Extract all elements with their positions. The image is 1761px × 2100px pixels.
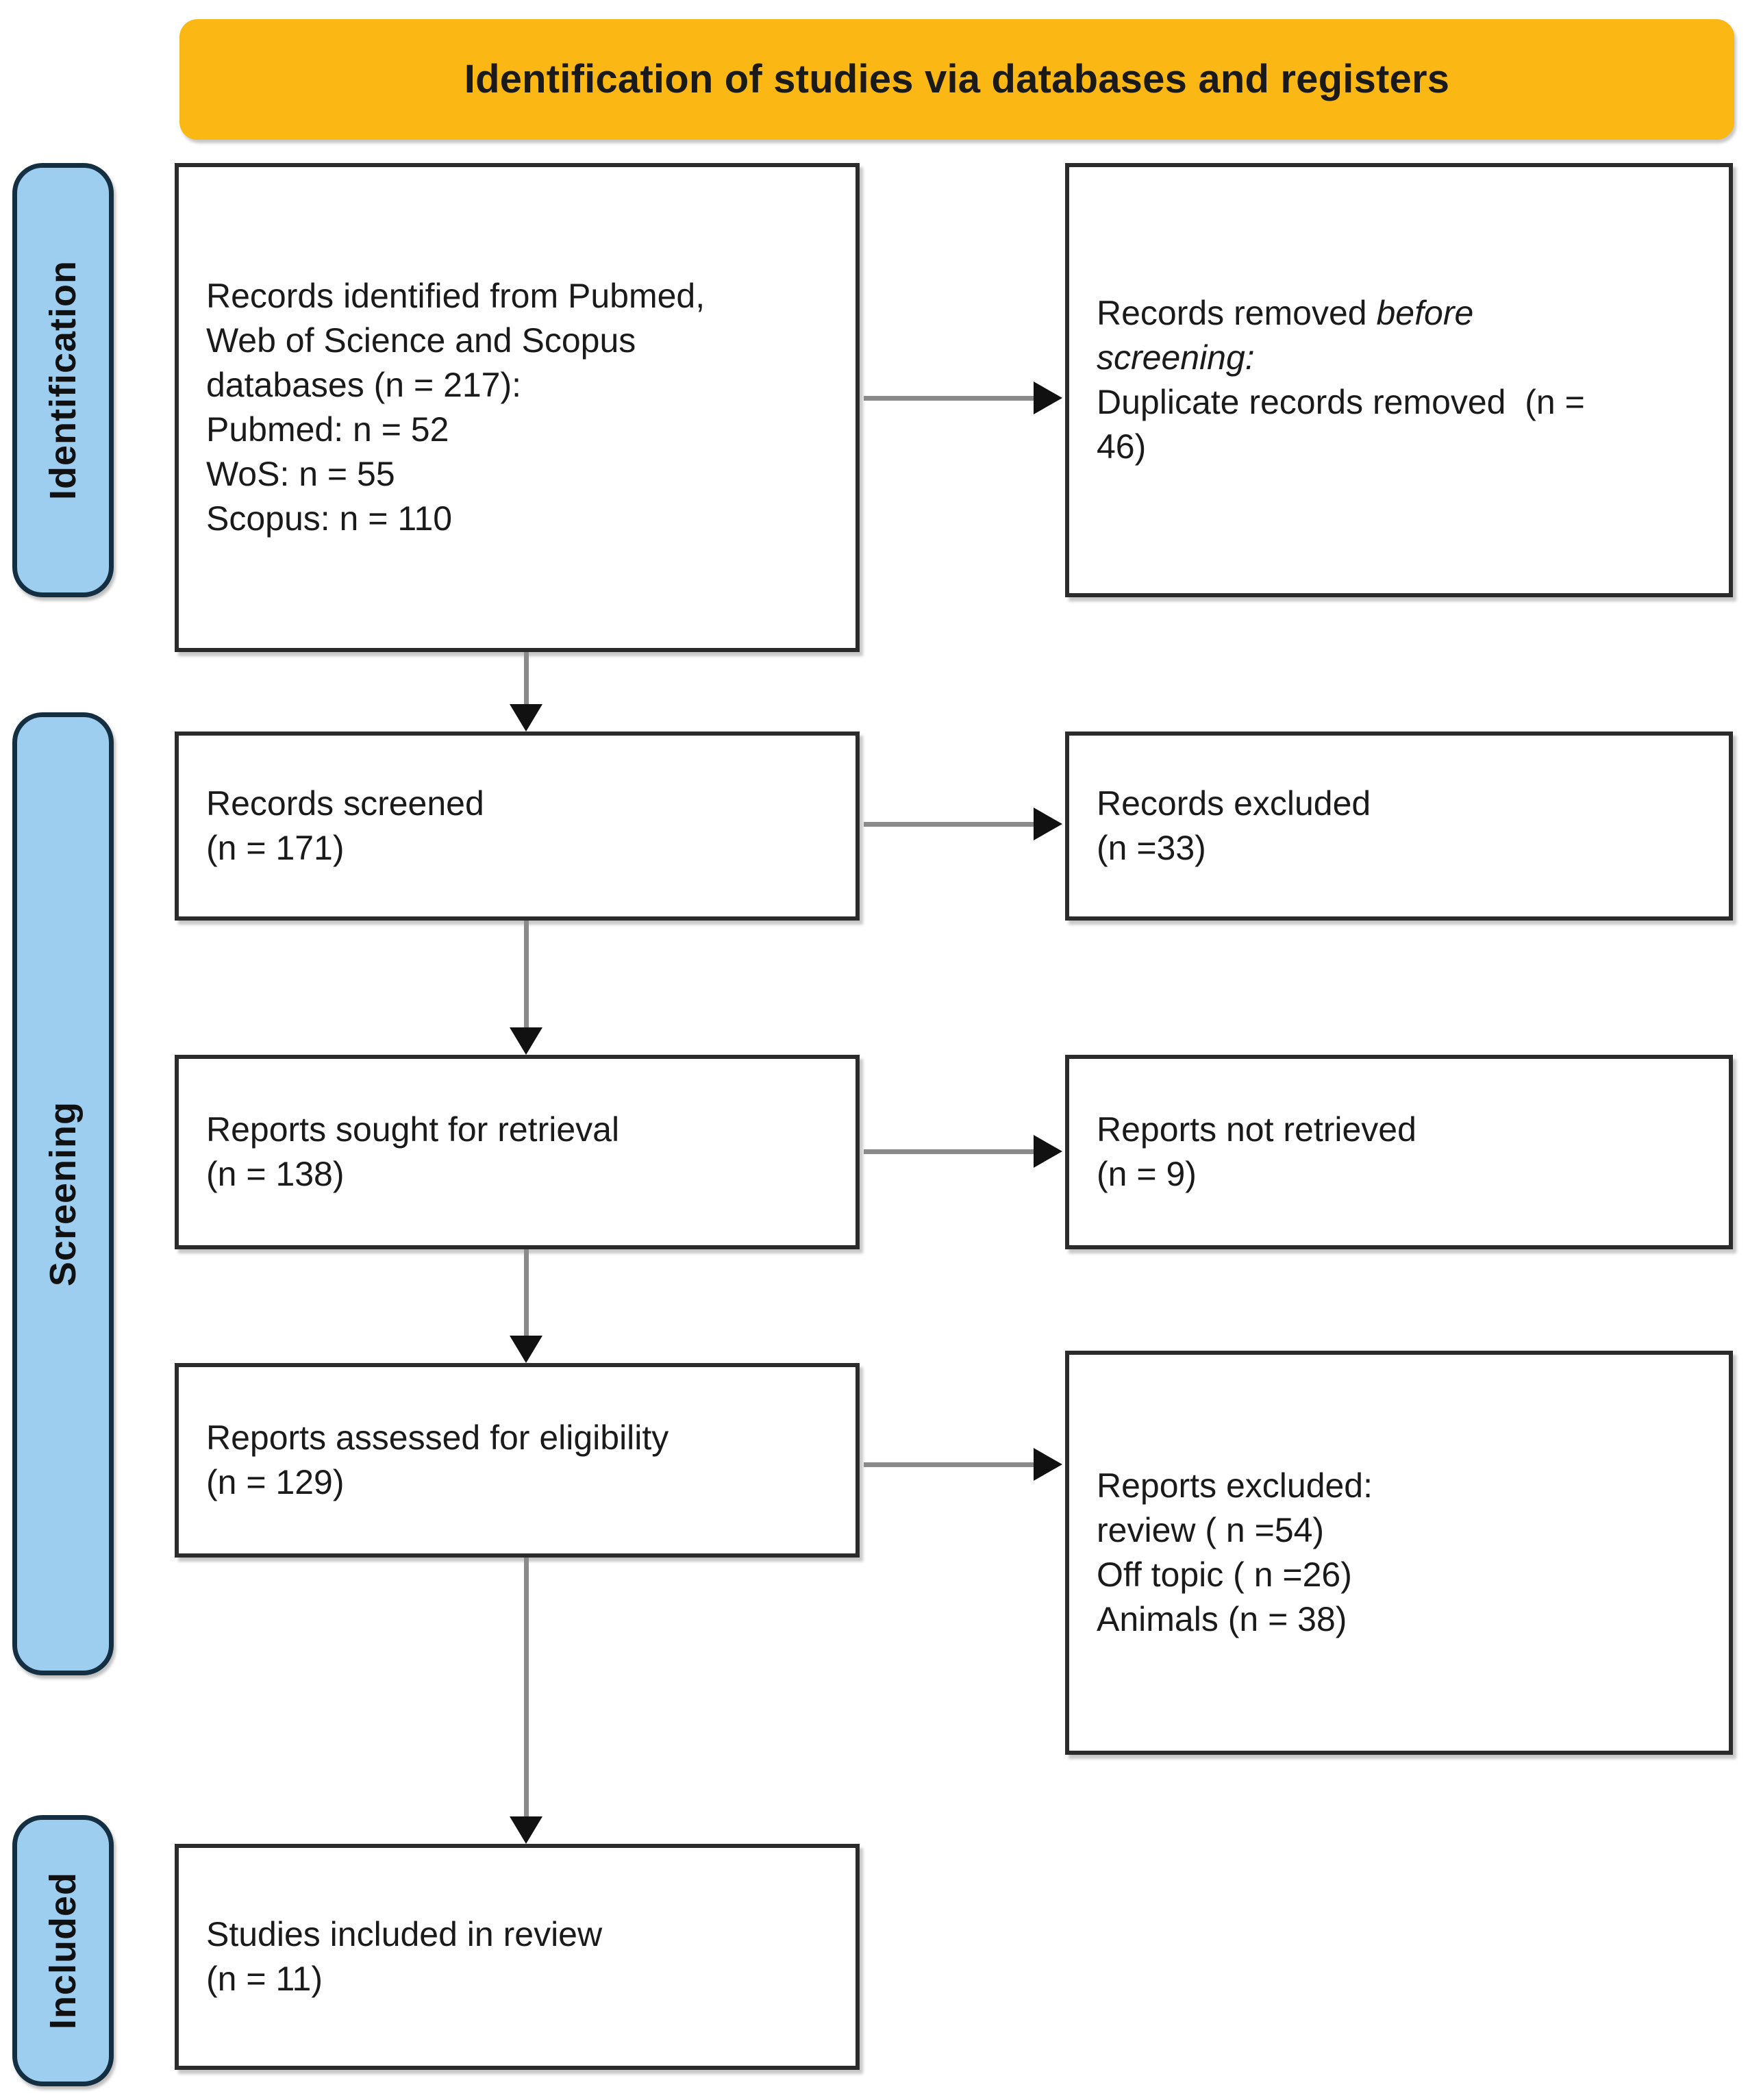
- arrowhead-right-icon: [1034, 1448, 1062, 1481]
- box-reports-not-retrieved-text: Reports not retrieved (n = 9): [1097, 1110, 1416, 1193]
- arrowhead-right-icon: [1034, 808, 1062, 840]
- box-records-identified-text: Records identified from Pubmed, Web of S…: [206, 277, 705, 538]
- phase-label-included: Included: [12, 1815, 114, 2086]
- arrowhead-right-icon: [1034, 382, 1062, 414]
- arrow-screened-to-records-excluded: [864, 808, 1062, 840]
- phase-label-identification-text: Identification: [42, 260, 84, 500]
- box-studies-included-text: Studies included in review (n = 11): [206, 1915, 603, 1998]
- phase-label-screening-text: Screening: [42, 1101, 84, 1287]
- banner-title: Identification of studies via databases …: [464, 57, 1450, 102]
- phase-label-identification: Identification: [12, 163, 114, 597]
- phase-label-included-text: Included: [42, 1871, 84, 2029]
- box-records-removed-heading: Records removed: [1097, 294, 1377, 332]
- box-reports-not-retrieved: Reports not retrieved (n = 9): [1065, 1055, 1733, 1249]
- phase-label-screening: Screening: [12, 712, 114, 1675]
- arrow-sought-to-assessed: [510, 1249, 542, 1363]
- arrowhead-down-icon: [510, 1816, 542, 1844]
- arrowhead-right-icon: [1034, 1135, 1062, 1168]
- arrow-screened-to-sought: [510, 921, 542, 1055]
- arrowhead-down-icon: [510, 1027, 542, 1055]
- arrow-sought-to-not-retrieved: [864, 1135, 1062, 1168]
- box-reports-assessed-text: Reports assessed for eligibility (n = 12…: [206, 1418, 669, 1501]
- arrow-assessed-to-reports-excluded: [864, 1448, 1062, 1481]
- arrowhead-down-icon: [510, 704, 542, 732]
- box-records-removed-before-screening: Records removed before screening: Duplic…: [1065, 163, 1733, 597]
- box-records-removed-heading-italic: before screening:: [1097, 294, 1474, 377]
- box-reports-sought-text: Reports sought for retrieval (n = 138): [206, 1110, 620, 1193]
- box-records-removed-text: Records removed before screening: Duplic…: [1097, 291, 1701, 469]
- arrow-assessed-to-included: [510, 1558, 542, 1844]
- box-records-screened-text: Records screened (n = 171): [206, 784, 484, 867]
- arrowhead-down-icon: [510, 1336, 542, 1363]
- box-reports-sought-for-retrieval: Reports sought for retrieval (n = 138): [175, 1055, 860, 1249]
- box-records-excluded: Records excluded (n =33): [1065, 732, 1733, 921]
- arrow-identified-to-removed: [864, 382, 1062, 414]
- box-records-identified: Records identified from Pubmed, Web of S…: [175, 163, 860, 652]
- box-reports-excluded-text: Reports excluded: review ( n =54) Off to…: [1097, 1466, 1373, 1638]
- box-records-removed-body: Duplicate records removed (n = 46): [1097, 383, 1585, 466]
- box-records-screened: Records screened (n = 171): [175, 732, 860, 921]
- box-studies-included-in-review: Studies included in review (n = 11): [175, 1844, 860, 2070]
- box-records-excluded-text: Records excluded (n =33): [1097, 784, 1371, 867]
- box-reports-excluded: Reports excluded: review ( n =54) Off to…: [1065, 1351, 1733, 1755]
- arrow-identified-to-screened: [510, 652, 542, 732]
- box-reports-assessed-for-eligibility: Reports assessed for eligibility (n = 12…: [175, 1363, 860, 1558]
- diagram-banner: Identification of studies via databases …: [179, 19, 1734, 140]
